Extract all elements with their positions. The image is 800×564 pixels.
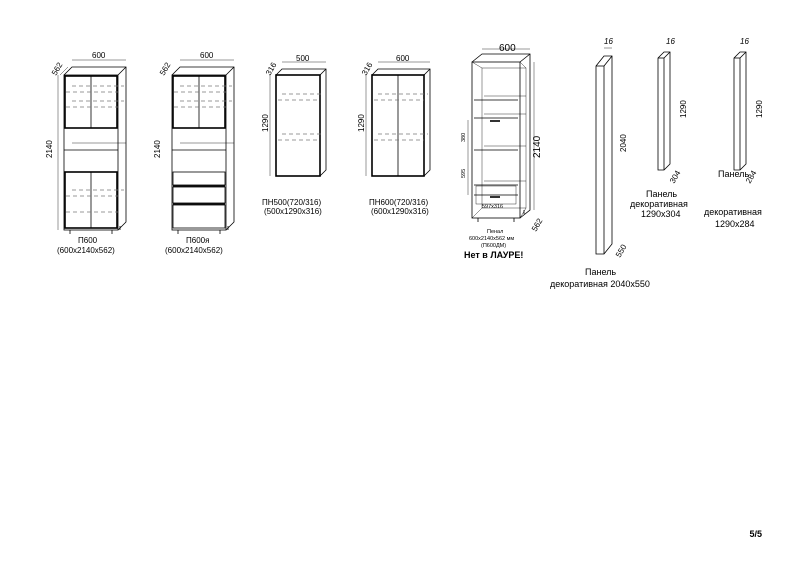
p600ya-size: (600x2140x562) [165, 246, 223, 255]
p600-depth: 562 [50, 60, 65, 77]
panel304-line3: 1290x304 [641, 209, 681, 219]
pn500-width: 500 [296, 54, 310, 63]
panel550-width: 550 [614, 242, 629, 259]
panel304-line2: декоративная [630, 199, 688, 209]
panel284-line1: Панель [718, 169, 749, 179]
panel550-line1: Панель [585, 267, 616, 277]
panel284-height: 1290 [755, 100, 764, 118]
penal-line2: 600x2140x562 мм [469, 236, 514, 242]
panel-1290x304: 16 1290 304 Панель декоративная 1290x304 [630, 37, 688, 219]
cabinet-pn600: 600 316 1290 ПН600(720/316) (600x1290x31… [357, 54, 431, 216]
p600ya-depth: 562 [158, 60, 173, 77]
penal-380: 380 [461, 133, 467, 142]
panel304-thick: 16 [666, 37, 675, 46]
penal-line1: Пенал [487, 229, 503, 235]
penal-line3: (П600ДМ) [481, 243, 506, 249]
panel-2040x550: 16 2040 550 Панель декоративная 2040x550 [550, 37, 650, 289]
panel284-line3: 1290x284 [715, 219, 755, 229]
penal-inner: 597x316 [482, 204, 503, 210]
penal-warning: Нет в ЛАУРЕ! [464, 250, 523, 260]
panel550-thick: 16 [604, 37, 613, 46]
page-number: 5/5 [749, 529, 762, 539]
panel550-line2: декоративная 2040x550 [550, 279, 650, 289]
cabinet-p600: 600 562 2140 П600 (600x2140x562) [45, 51, 127, 255]
cabinet-p600ya: 600 562 2140 П600я (600x2140x562) [153, 51, 235, 255]
pn500-height: 1290 [261, 114, 270, 132]
penal-depth: 562 [530, 216, 545, 233]
pn500-name: ПН500(720/316) [262, 198, 321, 207]
p600-size: (600x2140x562) [57, 246, 115, 255]
cabinet-pn500: 500 316 1290 ПН500(720/316) (500x1290x31… [261, 54, 327, 216]
panel550-height: 2040 [619, 134, 628, 152]
cabinet-penal: 600 2140 562 380 595 597x316 Пенал 600x2… [461, 43, 545, 260]
panel284-line2: декоративная [704, 207, 762, 217]
p600-height: 2140 [45, 140, 54, 158]
pn600-width: 600 [396, 54, 410, 63]
pn600-name: ПН600(720/316) [369, 198, 428, 207]
p600-name: П600 [78, 236, 98, 245]
pn600-height: 1290 [357, 114, 366, 132]
p600ya-width: 600 [200, 51, 214, 60]
pn500-size: (500x1290x316) [264, 207, 322, 216]
panel304-height: 1290 [679, 100, 688, 118]
panel304-line1: Панель [646, 189, 677, 199]
panel304-width: 304 [668, 168, 683, 185]
panel284-thick: 16 [740, 37, 749, 46]
penal-width: 600 [499, 43, 516, 54]
p600-width: 600 [92, 51, 106, 60]
penal-595: 595 [461, 169, 467, 178]
panel-1290x284: 16 1290 284 Панель декоративная 1290x284 [704, 37, 764, 229]
penal-height: 2140 [532, 135, 543, 158]
pn600-size: (600x1290x316) [371, 207, 429, 216]
p600ya-name: П600я [186, 236, 209, 245]
p600ya-height: 2140 [153, 140, 162, 158]
